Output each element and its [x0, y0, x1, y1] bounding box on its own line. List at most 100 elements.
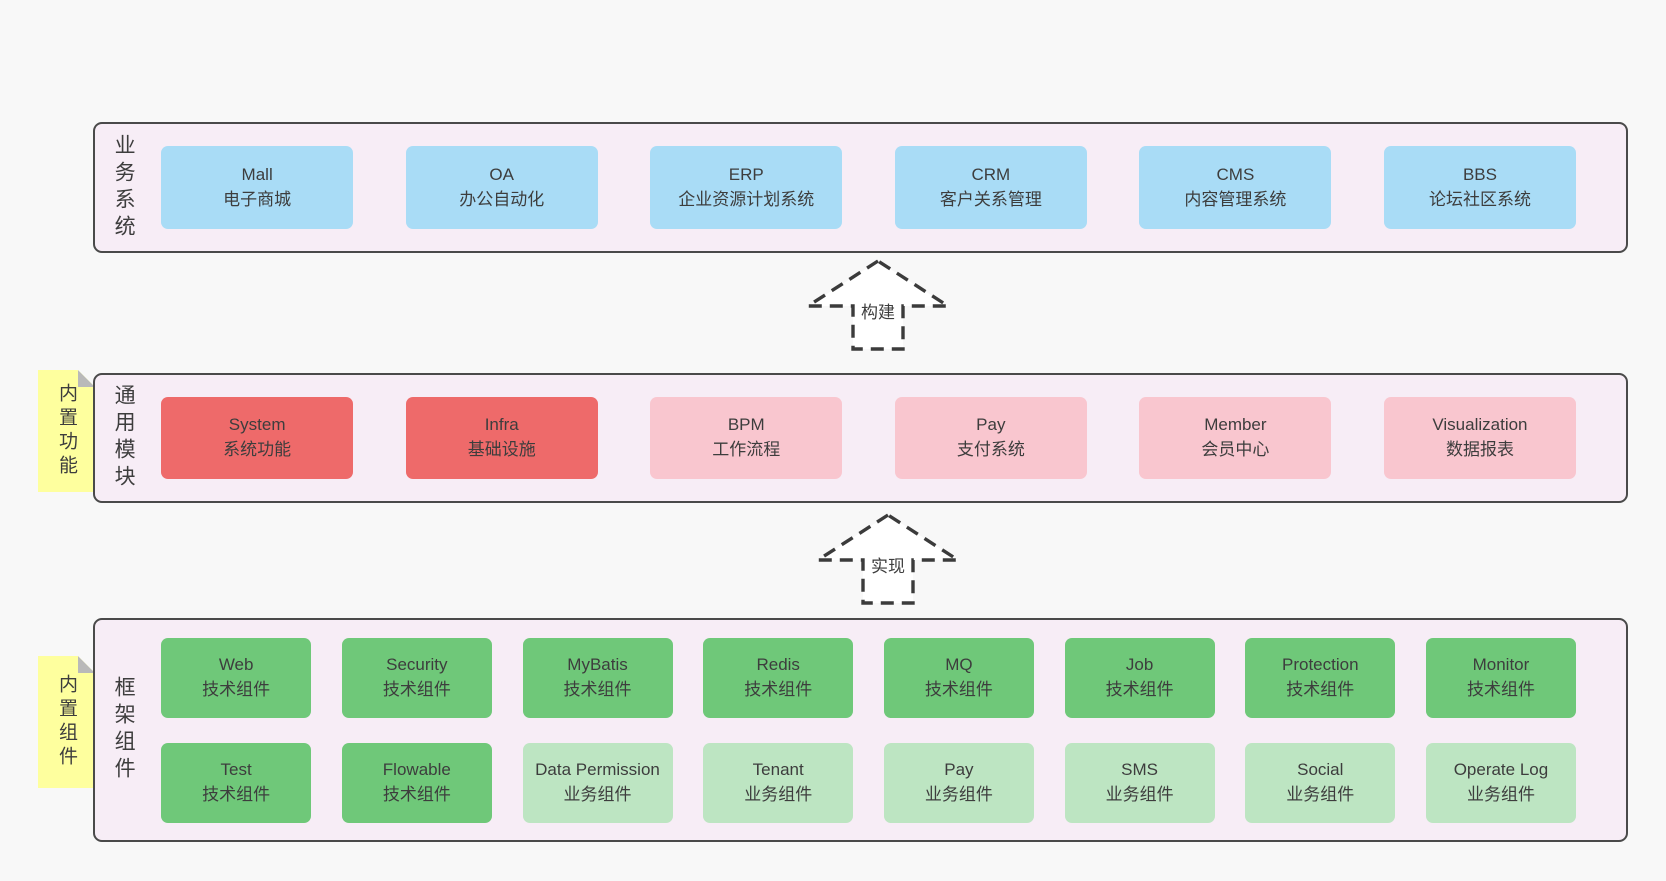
node-title: Social	[1297, 759, 1344, 779]
node-mq: MQ 技术组件	[883, 637, 1034, 718]
node-subtitle: 业务组件	[924, 784, 993, 804]
node-subtitle: 办公自动化	[459, 189, 545, 209]
node-subtitle: 论坛社区系统	[1428, 189, 1531, 209]
node-title: ERP	[728, 164, 764, 184]
layer-label-common-modules: 通用模块	[112, 384, 136, 492]
node-title: CRM	[971, 164, 1011, 184]
node-title: Security	[386, 654, 448, 674]
node-title: OA	[489, 164, 514, 184]
node-title: Pay	[944, 759, 974, 779]
build-arrow: 构建	[805, 258, 951, 352]
business-systems-row: Mall 电子商城 OA 办公自动化 ERP 企业资源计划系统 CRM 客户关系管理 CMS 内容…	[161, 146, 1626, 229]
node-subtitle: 业务组件	[1286, 784, 1355, 804]
node-subtitle: 业务组件	[1466, 784, 1535, 804]
node-subtitle: 技术组件	[202, 679, 271, 699]
node-subtitle: 客户关系管理	[939, 189, 1042, 209]
node-subtitle: 技术组件	[1466, 679, 1535, 699]
node-subtitle: 技术组件	[1286, 679, 1355, 699]
node-subtitle: 工作流程	[712, 440, 781, 459]
node-bpm: BPM 工作流程	[650, 397, 843, 479]
node-subtitle: 支付系统	[956, 440, 1025, 459]
node-pay: Pay 业务组件	[883, 742, 1034, 823]
node-subtitle: 业务组件	[744, 784, 813, 804]
node-bbs: BBS 论坛社区系统	[1383, 146, 1576, 229]
node-member: Member 会员中心	[1139, 397, 1332, 479]
node-redis: Redis 技术组件	[703, 637, 854, 718]
node-title: Flowable	[382, 759, 451, 779]
node-subtitle: 技术组件	[563, 679, 632, 699]
node-title: CMS	[1216, 164, 1255, 184]
node-crm: CRM 客户关系管理	[894, 146, 1087, 229]
layer-label-framework-components: 框架组件	[112, 676, 136, 784]
node-infra: Infra 基础设施	[405, 397, 598, 479]
sticky-note-builtin-components: 内置组件	[38, 656, 95, 788]
build-arrow-label: 构建	[858, 298, 898, 323]
node-subtitle: 业务组件	[1105, 784, 1174, 804]
node-subtitle: 基础设施	[467, 440, 536, 459]
node-subtitle: 技术组件	[744, 679, 813, 699]
node-protection: Protection 技术组件	[1245, 637, 1396, 718]
node-data-permission: Data Permission 业务组件	[522, 742, 673, 823]
node-title: Web	[218, 654, 254, 674]
sticky-note-builtin-features: 内置功能	[38, 370, 95, 492]
node-title: Mall	[241, 164, 273, 184]
node-title: Member	[1204, 415, 1267, 435]
node-sms: SMS 业务组件	[1064, 742, 1215, 823]
node-title: MyBatis	[567, 654, 628, 674]
node-web: Web 技术组件	[161, 637, 312, 718]
node-pay: Pay 支付系统	[894, 397, 1087, 479]
node-title: Monitor	[1472, 654, 1530, 674]
node-oa: OA 办公自动化	[405, 146, 598, 229]
node-title: BPM	[727, 415, 765, 435]
node-mybatis: MyBatis 技术组件	[522, 637, 673, 718]
node-flowable: Flowable 技术组件	[341, 742, 492, 823]
node-title: Operate Log	[1453, 759, 1549, 779]
node-title: Protection	[1281, 654, 1359, 674]
node-erp: ERP 企业资源计划系统	[650, 146, 843, 229]
node-title: Pay	[976, 415, 1006, 435]
node-title: System	[228, 415, 286, 435]
node-title: Data Permission	[535, 759, 660, 779]
implement-arrow-label: 实现	[868, 552, 908, 577]
node-test: Test 技术组件	[161, 742, 312, 823]
node-title: Infra	[484, 415, 519, 435]
node-cms: CMS 内容管理系统	[1139, 146, 1332, 229]
node-social: Social 业务组件	[1245, 742, 1396, 823]
node-subtitle: 内容管理系统	[1184, 189, 1287, 209]
node-title: SMS	[1121, 759, 1158, 779]
node-title: Visualization	[1432, 415, 1528, 435]
node-security: Security 技术组件	[341, 637, 492, 718]
sticky-note-label: 内置功能	[56, 383, 77, 479]
node-subtitle: 技术组件	[202, 784, 271, 804]
node-subtitle: 企业资源计划系统	[678, 189, 815, 209]
node-title: MQ	[945, 654, 973, 674]
node-operate-log: Operate Log 业务组件	[1425, 742, 1576, 823]
node-subtitle: 业务组件	[563, 784, 632, 804]
node-subtitle: 技术组件	[382, 784, 451, 804]
node-title: Job	[1125, 654, 1154, 674]
node-monitor: Monitor 技术组件	[1425, 637, 1576, 718]
node-job: Job 技术组件	[1064, 637, 1215, 718]
implement-arrow: 实现	[815, 512, 961, 606]
sticky-note-label: 内置组件	[56, 674, 77, 770]
node-title: BBS	[1462, 164, 1497, 184]
node-subtitle: 技术组件	[924, 679, 993, 699]
node-subtitle: 电子商城	[223, 189, 292, 209]
node-mall: Mall 电子商城	[161, 146, 354, 229]
node-title: Test	[220, 759, 252, 779]
node-title: Redis	[756, 654, 800, 674]
node-subtitle: 技术组件	[382, 679, 451, 699]
node-subtitle: 技术组件	[1105, 679, 1174, 699]
node-subtitle: 会员中心	[1201, 440, 1270, 459]
